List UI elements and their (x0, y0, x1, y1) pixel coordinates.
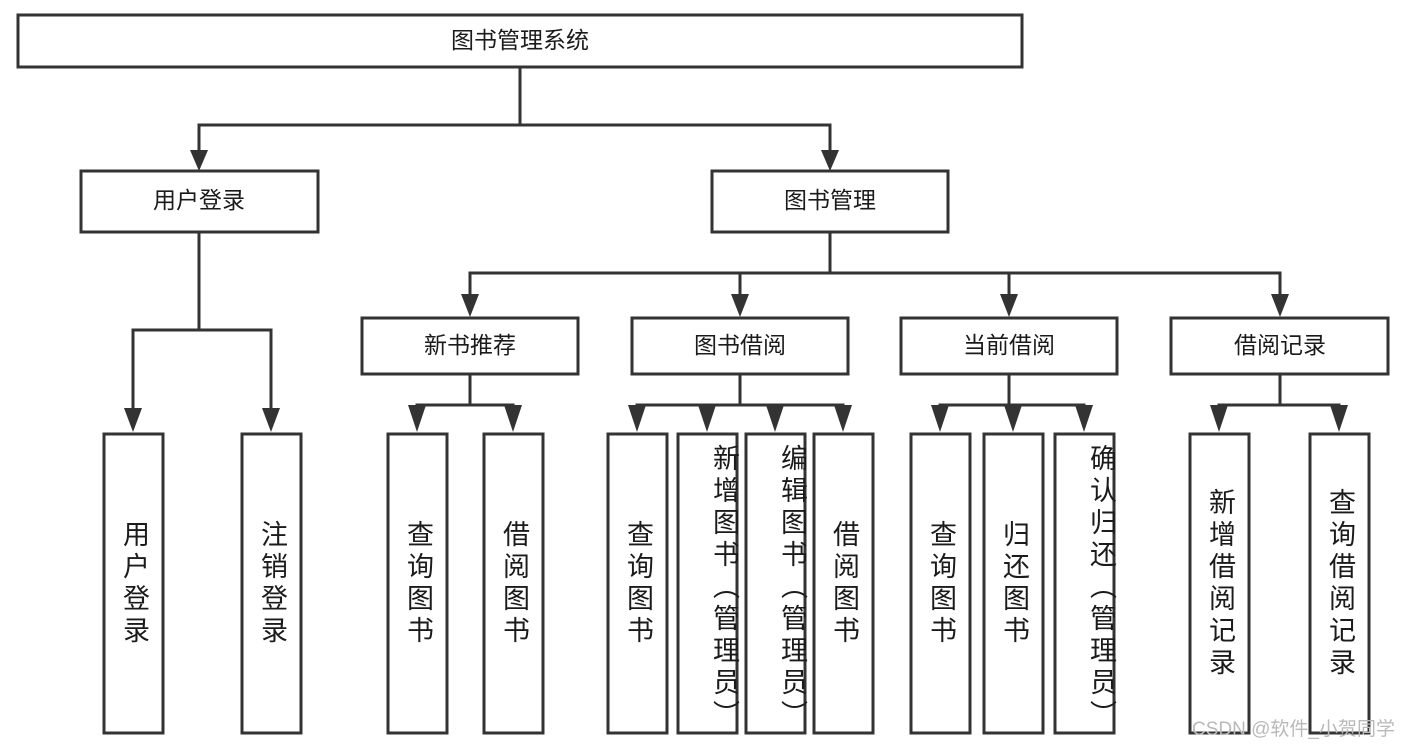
arrowhead-current-borrow (1000, 294, 1018, 317)
node-book-management-label: 图书管理 (784, 187, 876, 213)
node-leaf-query-borrow-record-rect[interactable] (1308, 432, 1371, 735)
node-leaf-borrow-book-recommend-rect[interactable] (482, 432, 545, 735)
node-leaf-edit-book-admin-rect[interactable] (744, 432, 807, 735)
node-borrow-records[interactable]: 借阅记录 (1169, 316, 1390, 376)
node-leaf-logout-rect[interactable] (240, 432, 303, 735)
arrowhead-leaf-borrow-book-recommend (504, 405, 522, 432)
node-leaf-query-book-borrow-rect[interactable] (606, 432, 669, 735)
node-current-borrow-label: 当前借阅 (963, 332, 1055, 358)
node-current-borrow-rect[interactable] (899, 316, 1119, 376)
node-root-label: 图书管理系统 (451, 27, 589, 53)
arrowhead-leaf-query-book-borrow (628, 405, 646, 432)
arrowhead-new-book-recommend (461, 294, 479, 317)
node-leaf-query-book-current-rect[interactable] (909, 432, 972, 735)
node-new-book-recommend-rect[interactable] (360, 316, 580, 376)
node-user-login-rect[interactable] (79, 169, 320, 234)
arrowhead-leaf-confirm-return-admin (1075, 405, 1093, 432)
node-leaf-confirm-return-admin-rect[interactable] (1053, 432, 1116, 735)
arrowhead-borrow-records (1271, 294, 1289, 317)
arrowhead-leaf-borrow-book (834, 405, 852, 432)
node-book-borrow-label: 图书借阅 (694, 332, 786, 358)
node-current-borrow[interactable]: 当前借阅 (899, 316, 1119, 376)
node-leaf-query-book-recommend-rect[interactable] (386, 432, 449, 735)
arrowhead-leaf-logout (262, 408, 280, 432)
arrowhead-leaf-add-book-admin (698, 405, 716, 432)
arrowhead-leaf-user-login (124, 408, 142, 432)
node-user-login[interactable]: 用户登录 (79, 169, 320, 234)
node-borrow-records-rect[interactable] (1169, 316, 1390, 376)
arrowhead-leaf-query-borrow-record (1330, 405, 1348, 432)
node-book-management-rect[interactable] (710, 169, 950, 234)
node-leaf-return-book-rect[interactable] (982, 432, 1045, 735)
arrowhead-user-login (190, 150, 208, 171)
connector-layer (124, 65, 1348, 432)
node-root[interactable]: 图书管理系统 (16, 13, 1024, 69)
csdn-watermark: CSDN @软件_小贺同学 (1192, 719, 1395, 740)
node-root-rect[interactable] (16, 13, 1024, 69)
arrowhead-leaf-add-borrow-record (1210, 405, 1228, 432)
arrowhead-leaf-query-book-recommend (408, 405, 426, 432)
node-user-login-label: 用户登录 (153, 187, 245, 213)
arrowhead-leaf-return-book (1004, 405, 1022, 432)
node-book-management[interactable]: 图书管理 (710, 169, 950, 234)
arrowhead-book-management (821, 150, 839, 171)
node-leaf-user-login-rect[interactable] (102, 432, 165, 735)
node-leaf-borrow-book-rect[interactable] (812, 432, 875, 735)
arrowhead-leaf-query-book-current (931, 405, 949, 432)
node-borrow-records-label: 借阅记录 (1234, 332, 1326, 358)
node-layer: 图书管理系统 用户登录 图书管理 新书推荐 图书借阅 (16, 13, 1390, 735)
node-new-book-recommend-label: 新书推荐 (424, 332, 516, 358)
arrowhead-leaf-edit-book-admin (766, 405, 784, 432)
arrowhead-book-borrow (731, 294, 749, 317)
node-leaf-add-book-admin-rect[interactable] (676, 432, 739, 735)
node-new-book-recommend[interactable]: 新书推荐 (360, 316, 580, 376)
node-book-borrow[interactable]: 图书借阅 (630, 316, 850, 376)
node-book-borrow-rect[interactable] (630, 316, 850, 376)
node-leaf-add-borrow-record-rect[interactable] (1188, 432, 1251, 735)
